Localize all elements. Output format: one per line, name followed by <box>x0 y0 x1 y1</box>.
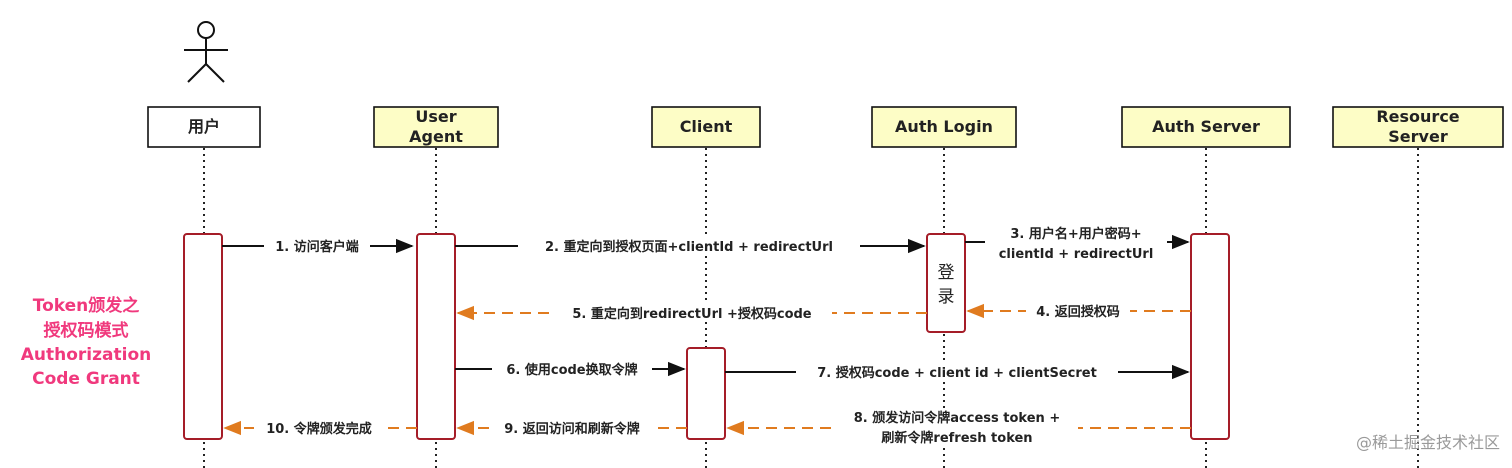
message-5-label: 5. 重定向到redirectUrl +授权码code <box>572 306 811 322</box>
participant-user: 用户 <box>147 106 261 148</box>
participant-client-label: Client <box>680 117 733 136</box>
message-1-label: 1. 访问客户端 <box>275 239 359 255</box>
participant-user-label: 用户 <box>188 117 220 136</box>
participant-resource-server-label-line2: Server <box>1388 127 1448 146</box>
title-line-1: Token颁发之 <box>33 295 140 316</box>
activation-auth-login <box>926 233 966 333</box>
message-3-label-line2: clientId + redirectUrl <box>999 247 1154 262</box>
participant-resource-server: Resource Server <box>1332 106 1504 148</box>
participant-client: Client <box>651 106 761 148</box>
message-8-label-line2: 刷新令牌refresh token <box>881 430 1032 446</box>
user-actor-icon <box>184 21 228 83</box>
message-9-label: 9. 返回访问和刷新令牌 <box>504 421 640 437</box>
message-4-label: 4. 返回授权码 <box>1036 304 1120 320</box>
activation-client <box>686 347 726 440</box>
message-10-label: 10. 令牌颁发完成 <box>266 421 372 437</box>
message-8-label-line1: 8. 颁发访问令牌access token + <box>854 410 1060 426</box>
activation-auth-server <box>1190 233 1230 440</box>
participant-user-agent-label-line2: Agent <box>409 127 463 146</box>
title-line-3: Authorization <box>21 345 151 365</box>
message-2-label: 2. 重定向到授权页面+clientId + redirectUrl <box>545 239 833 255</box>
title-line-2: 授权码模式 <box>44 320 129 341</box>
participant-auth-login-label: Auth Login <box>895 117 993 136</box>
message-7-label: 7. 授权码code + client id + clientSecret <box>817 365 1097 381</box>
participant-user-agent-label-line1: User <box>415 107 456 126</box>
participant-user-agent: User Agent <box>373 106 499 148</box>
login-box-label-1: 登 <box>938 263 955 283</box>
diagram-title: Token颁发之 授权码模式 Authorization Code Grant <box>21 295 151 389</box>
login-box-label-2: 录 <box>938 287 955 307</box>
message-6-label: 6. 使用code换取令牌 <box>506 362 637 378</box>
message-3-label-line1: 3. 用户名+用户密码+ <box>1010 226 1141 242</box>
participant-auth-server-label: Auth Server <box>1152 117 1260 136</box>
participant-auth-server: Auth Server <box>1121 106 1291 148</box>
participant-resource-server-label-line1: Resource <box>1376 107 1459 126</box>
title-line-4: Code Grant <box>32 369 140 389</box>
participant-auth-login: Auth Login <box>871 106 1017 148</box>
activation-user <box>183 233 223 440</box>
activation-user-agent <box>416 233 456 440</box>
watermark: @稀土掘金技术社区 <box>1356 433 1500 452</box>
